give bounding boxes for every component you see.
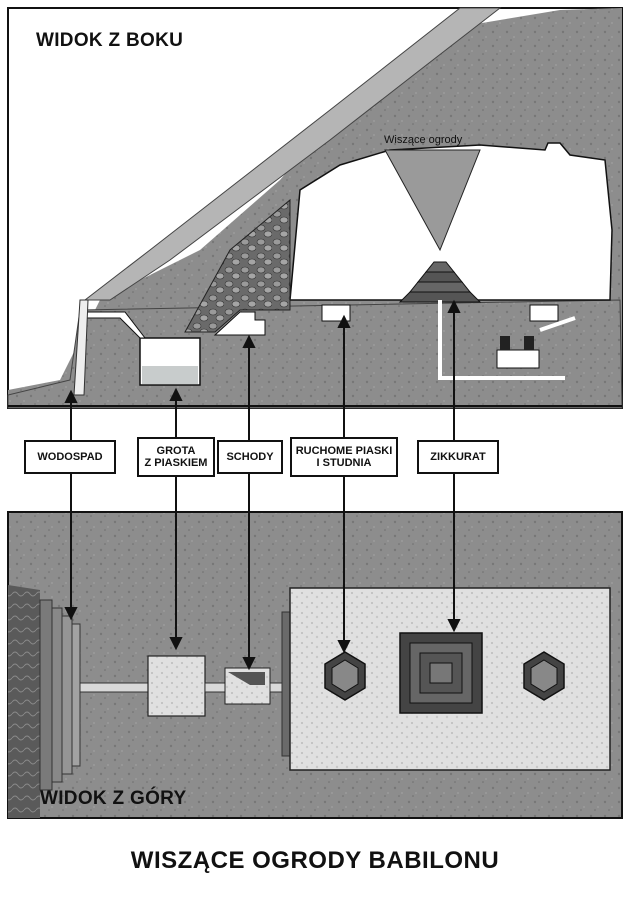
- well-top-right: [523, 651, 565, 701]
- callout-waterfall: WODOSPAD: [24, 440, 116, 474]
- connectors: [64, 299, 461, 671]
- stairs-side: [213, 311, 266, 336]
- waterfall-side: [73, 299, 89, 396]
- sand-grotto-top: [147, 655, 206, 717]
- top-view-title: WIDOK Z GÓRY: [40, 788, 187, 809]
- well-right: [529, 304, 559, 322]
- ziggurat-top: [399, 632, 483, 714]
- ziggurat-side: [398, 261, 482, 303]
- side-view-panel: [7, 7, 623, 409]
- callout-stairs: SCHODY: [217, 440, 283, 474]
- top-view-panel: [7, 511, 623, 819]
- side-view-title: WIDOK Z BOKU: [36, 30, 184, 51]
- stream: [83, 7, 502, 301]
- figure-caption: WISZĄCE OGRODY BABILONU: [130, 847, 500, 874]
- well-top-left: [324, 651, 366, 701]
- waterfall-top: [39, 599, 81, 791]
- hanging-garden: [384, 149, 481, 252]
- callout-ziggurat: ZIKKURAT: [417, 440, 499, 474]
- stone-wall: [184, 198, 291, 333]
- callout-sand-grotto: GROTA Z PIASKIEM: [137, 437, 215, 477]
- callout-quicksand-well: RUCHOME PIASKI I STUDNIA: [290, 437, 398, 477]
- hanging-garden-label: Wiszące ogrody: [384, 134, 463, 146]
